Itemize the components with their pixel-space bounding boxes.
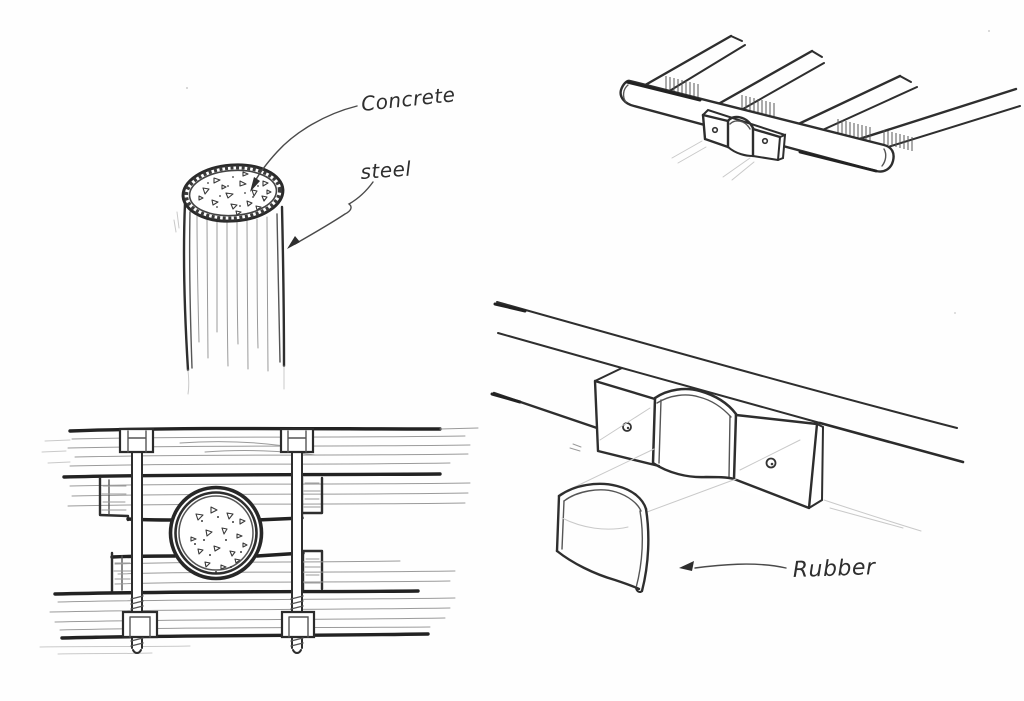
upper-inner-board (67, 475, 471, 522)
sketch-post-clamp-plan (39, 426, 479, 655)
steel-arrowhead (287, 236, 300, 249)
right-bolt-bottom-plate (280, 610, 316, 639)
right-bolt-top-plate (279, 427, 315, 454)
lower-inner-board (110, 549, 456, 594)
top-board (41, 426, 479, 479)
detail-rail-lines (490, 301, 958, 430)
bracket-bolt-hole (711, 126, 719, 134)
annotation-rubber: Rubber (679, 555, 877, 583)
left-bolt (118, 427, 159, 654)
post-body-shading (173, 211, 281, 372)
saddle-block-bolt-hole (765, 457, 777, 469)
rail-slats (638, 34, 1021, 153)
rail-bracket-small (671, 108, 787, 181)
post-cross-section (168, 485, 264, 581)
sketch-bracket-rubber-detail: Rubber (490, 301, 965, 593)
concrete-leader-line (252, 105, 358, 186)
block-ground-shadow (823, 499, 922, 532)
bracket-bolt-hole (761, 137, 769, 145)
section-concrete-aggregate (190, 506, 248, 573)
post-tube-walls (182, 201, 286, 395)
right-bolt (279, 427, 316, 654)
bracket-shadow-lines (671, 140, 755, 181)
post-concrete-aggregate (198, 171, 272, 216)
left-bolt-top-plate (118, 427, 155, 454)
pencil-specks (186, 30, 990, 314)
label-steel: steel (360, 156, 412, 183)
sketch-rail-underside (619, 34, 1021, 181)
sketch-post-elevation: Concrete steel (173, 82, 457, 395)
steel-leader-line (294, 181, 374, 245)
rubber-shell (555, 482, 650, 593)
saddle-block (569, 367, 825, 510)
annotation-concrete: Concrete (250, 82, 457, 192)
annotation-steel: steel (287, 156, 412, 249)
rubber-leader-line (694, 563, 787, 569)
detail-rail-line-lower (818, 421, 965, 464)
left-bolt-bottom-plate (121, 610, 159, 639)
bottom-board (39, 589, 456, 655)
rubber-arrowhead (679, 561, 694, 571)
concrete-arrowhead (250, 177, 260, 192)
label-rubber: Rubber (792, 555, 877, 583)
label-concrete: Concrete (360, 82, 457, 116)
